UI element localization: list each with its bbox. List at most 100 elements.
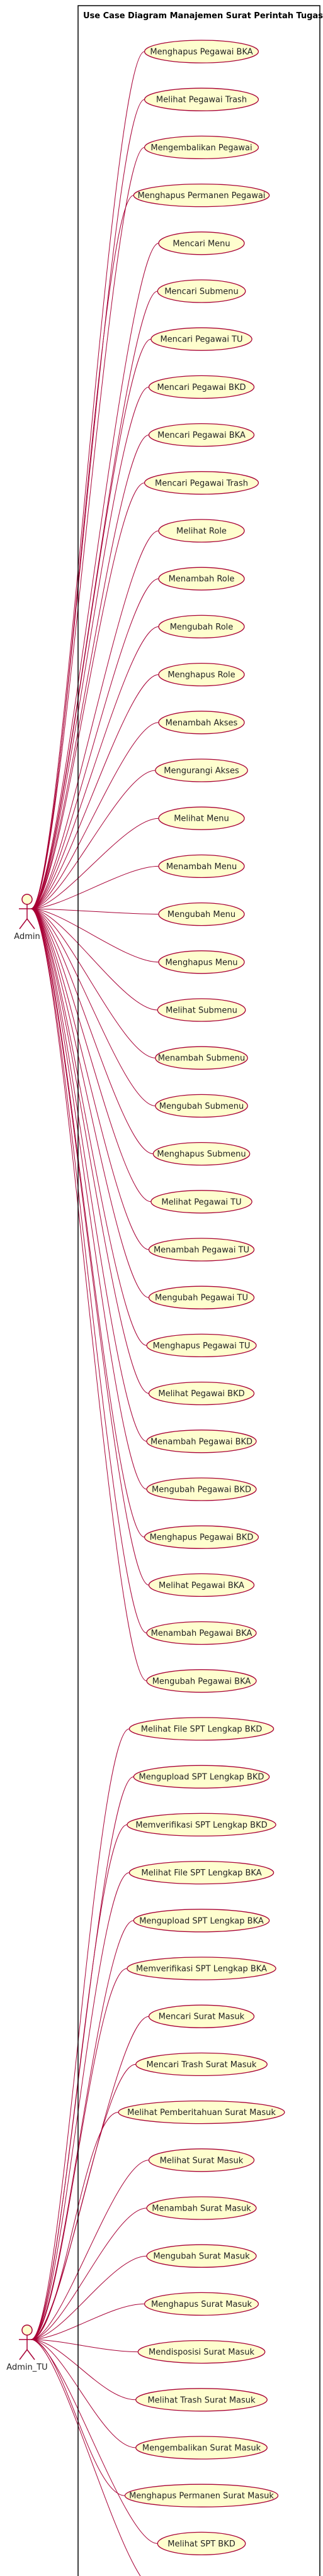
use-case[interactable]: Mencari Pegawai BKA	[148, 423, 255, 447]
use-case-label: Mengurangi Akses	[164, 767, 239, 776]
use-case[interactable]: Melihat Menu	[158, 806, 245, 830]
use-case[interactable]: Melihat Surat Masuk	[148, 2148, 255, 2172]
association-line	[30, 908, 149, 1250]
use-case-label: Menambah Akses	[166, 718, 238, 728]
use-case[interactable]: Menambah Pegawai BKA	[146, 1621, 257, 1645]
use-case[interactable]: Mencari Menu	[158, 231, 245, 255]
use-case-label: Mencari Trash Surat Masuk	[147, 2060, 257, 2070]
use-case-label: Menghapus Pegawai BKA	[150, 48, 252, 57]
use-case[interactable]: Menghapus Menu	[158, 950, 245, 974]
use-case[interactable]: Mengupload SPT Lengkap BKA	[133, 1909, 270, 1933]
use-case[interactable]: Menambah Surat Masuk	[146, 2196, 257, 2220]
use-case[interactable]: Menghapus Pegawai BKA	[144, 40, 259, 64]
use-case[interactable]: Mengembalikan Surat Masuk	[135, 2436, 268, 2460]
use-case[interactable]: Melihat Pegawai BKA	[148, 1573, 255, 1597]
association-line	[30, 722, 159, 909]
use-case[interactable]: Menghapus Submenu	[152, 1141, 251, 1166]
use-case[interactable]: Mengubah Menu	[158, 902, 245, 926]
association-line	[30, 435, 149, 909]
use-case-label: Melihat Submenu	[166, 1006, 237, 1016]
use-case[interactable]: Melihat Pegawai Trash	[144, 87, 259, 111]
use-case[interactable]: Melihat SPT BKD	[157, 2531, 246, 2556]
use-case[interactable]: Menambah Pegawai TU	[148, 1238, 255, 1262]
use-case-ellipse	[158, 854, 245, 879]
use-case[interactable]: Mengupload SPT Lengkap BKD	[133, 1765, 270, 1789]
use-case-label: Mencari Pegawai BKD	[157, 383, 246, 392]
use-case[interactable]: Mengembalikan Pegawai	[144, 135, 259, 160]
association-lines	[30, 51, 159, 2576]
use-case-label: Menambah Menu	[166, 862, 237, 872]
use-case-label: Menghapus Pegawai BKD	[150, 1533, 254, 1543]
use-case[interactable]: Mencari Pegawai BKD	[148, 375, 255, 399]
use-case[interactable]: Menghapus Permanen Pegawai	[133, 183, 270, 208]
use-case[interactable]: Menambah Pegawai BKD	[146, 1430, 257, 1453]
use-case[interactable]: Mencari Trash Surat Masuk	[135, 2052, 268, 2077]
use-case[interactable]: Mengubah Pegawai BKA	[146, 1669, 257, 1693]
association-line	[30, 2255, 147, 2340]
use-case-ellipse	[158, 231, 245, 255]
use-case[interactable]: Mengubah Pegawai BKD	[146, 1477, 257, 1501]
use-case-ellipse	[146, 1477, 257, 1501]
association-line	[30, 2207, 147, 2340]
use-case[interactable]: Mengubah Role	[158, 614, 245, 639]
use-case[interactable]: Menghapus Pegawai TU	[146, 1333, 257, 1358]
use-case[interactable]: Mencari Pegawai TU	[150, 327, 252, 351]
use-case[interactable]: Mengubah Pegawai TU	[148, 1285, 255, 1309]
use-case[interactable]: Memverifikasi SPT Lengkap BKA	[127, 1957, 276, 1980]
use-case-label: Memverifikasi SPT Lengkap BKD	[135, 1821, 267, 1830]
association-line	[30, 2112, 119, 2340]
use-case[interactable]: Melihat Role	[158, 519, 245, 543]
use-case-label: Mengupload SPT Lengkap BKD	[139, 1773, 264, 1782]
use-case[interactable]: Melihat Submenu	[157, 998, 246, 1022]
use-case-label: Mengubah Surat Masuk	[153, 2252, 250, 2262]
use-case-ellipse	[146, 2196, 257, 2220]
actor-admin-tu: Admin_TU	[6, 2324, 48, 2372]
use-case[interactable]: Menghapus Surat Masuk	[144, 2292, 259, 2316]
use-case[interactable]: Menambah Akses	[158, 711, 245, 735]
system-title: Use Case Diagram Manajemen Surat Perinta…	[83, 11, 323, 21]
use-case-label: Mengupload SPT Lengkap BKA	[139, 1916, 264, 1926]
use-case-ellipse	[148, 1238, 255, 1262]
use-case-label: Mencari Menu	[173, 239, 230, 248]
use-case-ellipse	[158, 950, 245, 974]
use-case[interactable]: Menambah Role	[158, 567, 245, 591]
use-case-label: Memverifikasi SPT Lengkap BKA	[136, 1965, 267, 1974]
association-line	[30, 243, 159, 909]
use-case[interactable]: Melihat Pegawai TU	[150, 1190, 252, 1214]
association-line	[30, 908, 149, 1394]
use-case-label: Menghapus Role	[167, 670, 235, 680]
use-case[interactable]: Menghapus Role	[158, 662, 245, 687]
use-case-label: Mengubah Pegawai BKA	[152, 1677, 251, 1686]
use-case-ellipse	[158, 711, 245, 735]
association-line	[30, 908, 156, 1106]
use-case[interactable]: Mencari Surat Masuk	[148, 2004, 255, 2028]
use-case[interactable]: Mendisposisi Surat Masuk	[137, 2340, 266, 2364]
use-case-ellipse	[148, 1285, 255, 1309]
use-case-label: Mencari Pegawai Trash	[155, 479, 248, 488]
use-case[interactable]: Melihat File SPT Lengkap BKD	[128, 1717, 275, 1741]
use-case-ellipse	[157, 998, 246, 1022]
use-case[interactable]: Mencari Submenu	[157, 279, 246, 303]
use-case[interactable]: Menambah Menu	[158, 854, 245, 879]
use-case[interactable]: Melihat File SPT Lengkap BKA	[128, 1860, 275, 1885]
use-case[interactable]: Menghapus Pegawai BKD	[144, 1525, 259, 1549]
use-case-ellipse	[150, 327, 252, 351]
use-case[interactable]: Menambah Submenu	[155, 1046, 248, 1070]
use-case-label: Melihat File SPT Lengkap BKD	[141, 1725, 263, 1735]
association-line	[30, 2339, 136, 2448]
use-case[interactable]: Mencari Pegawai Trash	[144, 471, 259, 495]
use-case[interactable]: Melihat Pegawai BKD	[148, 1381, 255, 1406]
use-case[interactable]: Menghapus Permanen Surat Masuk	[124, 2484, 279, 2507]
association-line	[30, 99, 145, 909]
use-case-label: Melihat Trash Surat Masuk	[147, 2396, 256, 2405]
system-boundary	[77, 5, 320, 2576]
use-case-ellipse	[155, 758, 248, 782]
use-case[interactable]: Mengubah Submenu	[155, 1094, 248, 1118]
use-case[interactable]: Memverifikasi SPT Lengkap BKD	[127, 1813, 276, 1837]
use-case[interactable]: Melihat Pemberitahuan Surat Masuk	[118, 2100, 285, 2124]
use-case[interactable]: Mengubah Surat Masuk	[146, 2244, 257, 2268]
use-case[interactable]: Melihat Trash Surat Masuk	[135, 2388, 268, 2412]
use-case-label: Melihat Surat Masuk	[160, 2156, 244, 2165]
use-case-ellipse	[144, 40, 259, 64]
use-case[interactable]: Mengurangi Akses	[155, 758, 248, 782]
